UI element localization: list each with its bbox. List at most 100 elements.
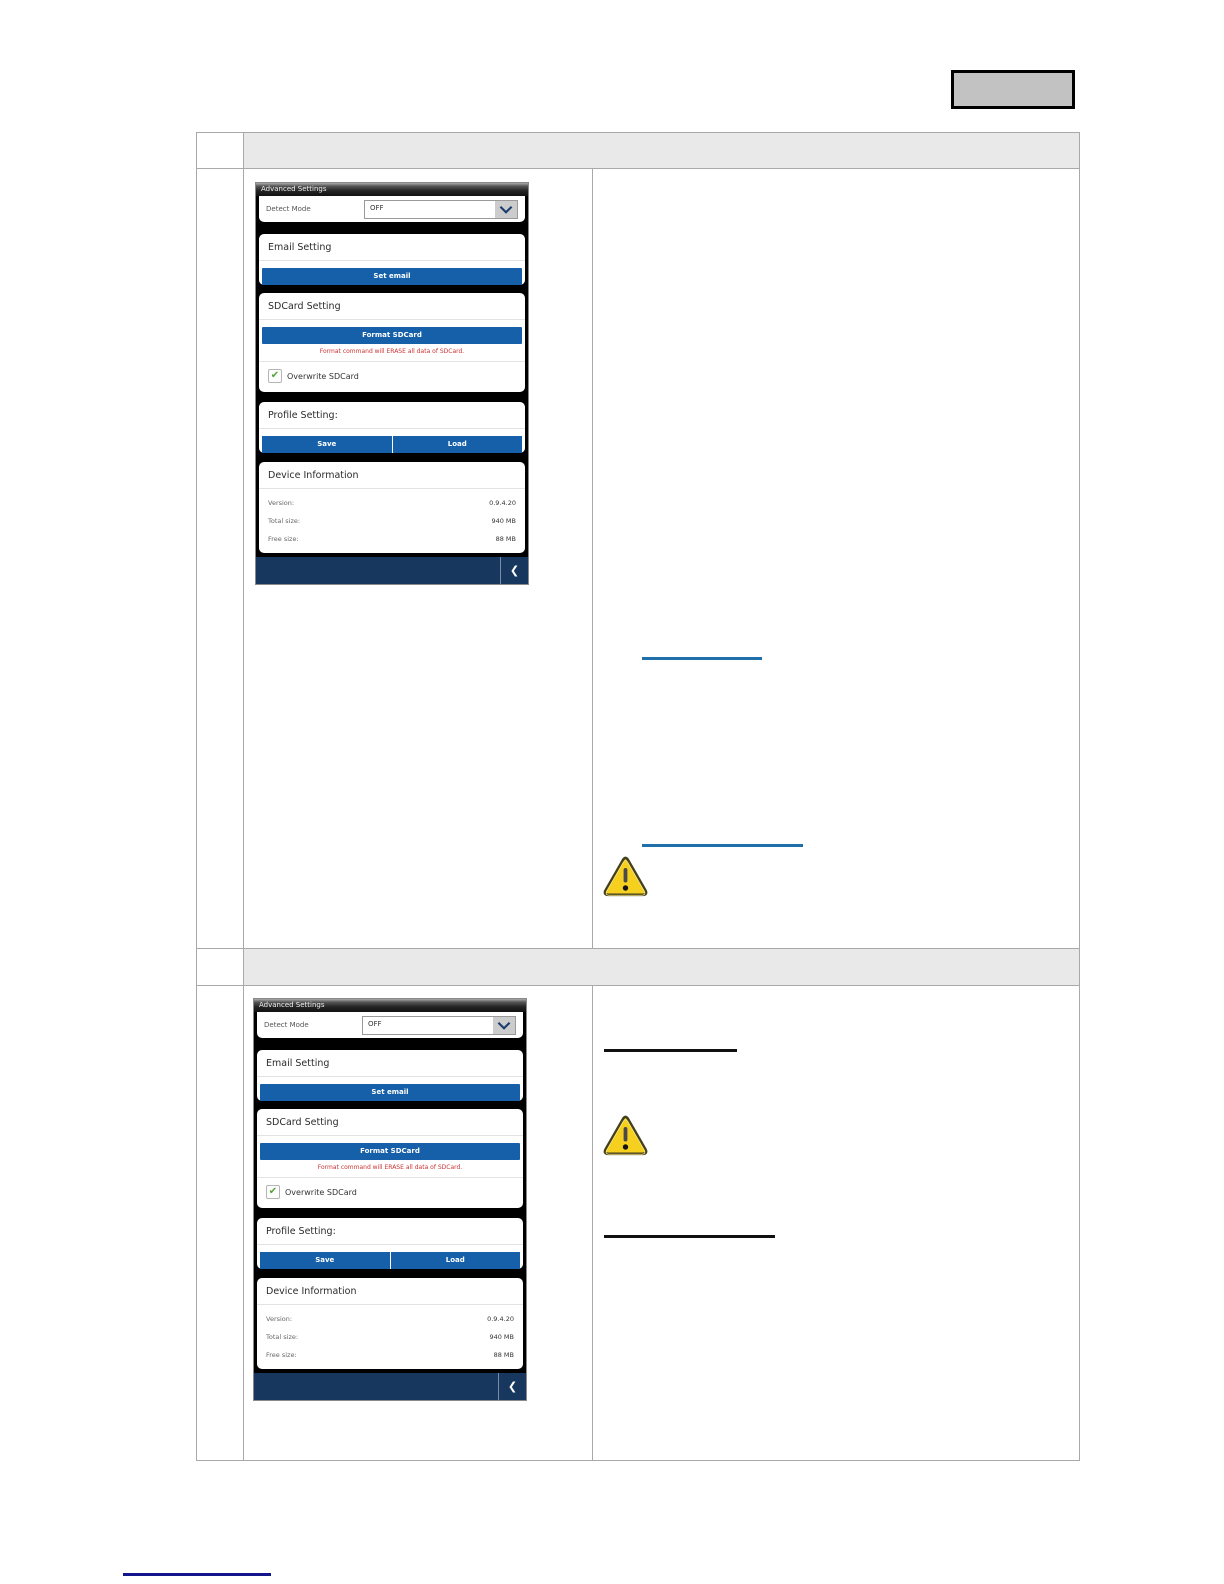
manual-table: Advanced Settings Detect Mode OFF Email …	[196, 132, 1080, 1461]
version-label: Version:	[266, 1315, 293, 1323]
chevron-down-icon[interactable]	[493, 1016, 515, 1034]
checkmark-icon: ✔	[268, 1186, 278, 1197]
detect-mode-dropdown[interactable]: OFF	[364, 199, 518, 219]
overwrite-sdcard-row: ✔ Overwrite SDCard	[259, 362, 525, 392]
free-size-value: 88 MB	[493, 1351, 514, 1359]
profile-buttons-row: Save Load	[260, 1252, 520, 1269]
device-information-card: Device Information Version: 0.9.4.20 Tot…	[259, 462, 525, 553]
save-button[interactable]: Save	[262, 436, 393, 453]
table-cell-step-header-1	[197, 133, 244, 169]
detect-mode-value: OFF	[370, 203, 384, 212]
format-warning-text: Format command will ERASE all data of SD…	[317, 1164, 463, 1171]
profile-buttons-row: Save Load	[262, 436, 522, 453]
divider	[259, 319, 525, 320]
profile-setting-card: Profile Setting: Save Load	[257, 1218, 523, 1269]
link-underline[interactable]	[642, 844, 803, 847]
email-setting-heading: Email Setting	[268, 242, 332, 253]
load-button[interactable]: Load	[392, 436, 522, 453]
device-information-card: Device Information Version: 0.9.4.20 Tot…	[257, 1278, 523, 1369]
app-screenshot-advanced-settings: Advanced Settings Detect Mode OFF Email …	[253, 998, 527, 1401]
divider	[259, 361, 525, 362]
format-sdcard-button[interactable]: Format SDCard	[262, 327, 522, 344]
table-cell-step-header-2	[197, 949, 244, 986]
load-button[interactable]: Load	[390, 1252, 520, 1269]
total-size-value: 940 MB	[491, 517, 516, 525]
detect-mode-label: Detect Mode	[264, 1021, 309, 1029]
chevron-down-icon[interactable]	[495, 200, 517, 218]
footer-link-underline[interactable]	[123, 1573, 271, 1576]
email-setting-heading: Email Setting	[266, 1058, 330, 1069]
sdcard-setting-heading: SDCard Setting	[268, 301, 341, 312]
profile-setting-heading: Profile Setting:	[266, 1226, 336, 1237]
warning-icon	[603, 856, 648, 897]
set-email-button[interactable]: Set email	[260, 1084, 520, 1101]
version-label: Version:	[268, 499, 295, 507]
app-screenshot-advanced-settings: Advanced Settings Detect Mode OFF Email …	[255, 182, 529, 585]
free-size-label: Free size:	[266, 1351, 297, 1359]
email-setting-card: Email Setting Set email	[259, 234, 525, 285]
detect-mode-dropdown[interactable]: OFF	[362, 1015, 516, 1035]
sdcard-setting-card: SDCard Setting Format SDCard Format comm…	[257, 1109, 523, 1208]
overwrite-sdcard-label: Overwrite SDCard	[287, 371, 359, 381]
navbar-spacer	[256, 557, 500, 584]
screenshot-cell-1: Advanced Settings Detect Mode OFF Email …	[244, 169, 593, 949]
device-info-row-free-size: Free size: 88 MB	[259, 535, 525, 543]
link-underline[interactable]	[604, 1049, 737, 1052]
app-title: Advanced Settings	[259, 1001, 325, 1009]
set-email-button[interactable]: Set email	[262, 268, 522, 285]
checkmark-icon: ✔	[270, 370, 280, 381]
divider	[259, 488, 525, 489]
back-button[interactable]: ❮	[500, 557, 528, 584]
sdcard-setting-heading: SDCard Setting	[266, 1117, 339, 1128]
table-header-row-2	[244, 949, 1080, 986]
link-underline[interactable]	[604, 1235, 775, 1238]
navbar-spacer	[254, 1373, 498, 1400]
screenshot-cell-2: Advanced Settings Detect Mode OFF Email …	[244, 986, 593, 1461]
free-size-value: 88 MB	[495, 535, 516, 543]
warning-icon	[603, 1115, 648, 1156]
app-bottom-navbar: ❮	[254, 1373, 526, 1400]
divider	[257, 1135, 523, 1136]
table-cell-step-number-1	[197, 169, 244, 949]
profile-setting-heading: Profile Setting:	[268, 410, 338, 421]
overwrite-sdcard-checkbox[interactable]: ✔	[266, 1185, 280, 1199]
device-info-row-free-size: Free size: 88 MB	[257, 1351, 523, 1359]
back-button[interactable]: ❮	[498, 1373, 526, 1400]
app-body: Detect Mode OFF Email Setting Set email …	[254, 1012, 526, 1369]
version-value: 0.9.4.20	[489, 499, 516, 507]
notes-cell-1	[593, 169, 1080, 949]
divider	[257, 1304, 523, 1305]
sdcard-setting-card: SDCard Setting Format SDCard Format comm…	[259, 293, 525, 392]
chevron-left-icon: ❮	[509, 564, 520, 577]
detect-mode-card: Detect Mode OFF	[257, 1012, 523, 1038]
divider	[257, 1244, 523, 1245]
device-info-row-total-size: Total size: 940 MB	[259, 517, 525, 525]
format-sdcard-button[interactable]: Format SDCard	[260, 1143, 520, 1160]
total-size-label: Total size:	[268, 517, 301, 525]
table-cell-step-number-2	[197, 986, 244, 1461]
overwrite-sdcard-checkbox[interactable]: ✔	[268, 369, 282, 383]
save-button[interactable]: Save	[260, 1252, 391, 1269]
divider	[257, 1076, 523, 1077]
total-size-label: Total size:	[266, 1333, 299, 1341]
app-body: Detect Mode OFF Email Setting Set email …	[256, 196, 528, 553]
table-header-row-1	[244, 133, 1080, 169]
notes-cell-2	[593, 986, 1080, 1461]
profile-setting-card: Profile Setting: Save Load	[259, 402, 525, 453]
overwrite-sdcard-row: ✔ Overwrite SDCard	[257, 1178, 523, 1208]
total-size-value: 940 MB	[489, 1333, 514, 1341]
app-title: Advanced Settings	[261, 185, 327, 193]
device-info-row-version: Version: 0.9.4.20	[259, 499, 525, 507]
detect-mode-card: Detect Mode OFF	[259, 196, 525, 222]
device-information-heading: Device Information	[268, 470, 359, 481]
version-value: 0.9.4.20	[487, 1315, 514, 1323]
link-underline[interactable]	[642, 657, 762, 660]
app-bottom-navbar: ❮	[256, 557, 528, 584]
header-box	[951, 70, 1075, 109]
app-titlebar: Advanced Settings	[254, 999, 526, 1012]
email-setting-card: Email Setting Set email	[257, 1050, 523, 1101]
divider	[257, 1177, 523, 1178]
divider	[259, 428, 525, 429]
format-warning-text: Format command will ERASE all data of SD…	[319, 348, 465, 355]
chevron-left-icon: ❮	[507, 1380, 518, 1393]
